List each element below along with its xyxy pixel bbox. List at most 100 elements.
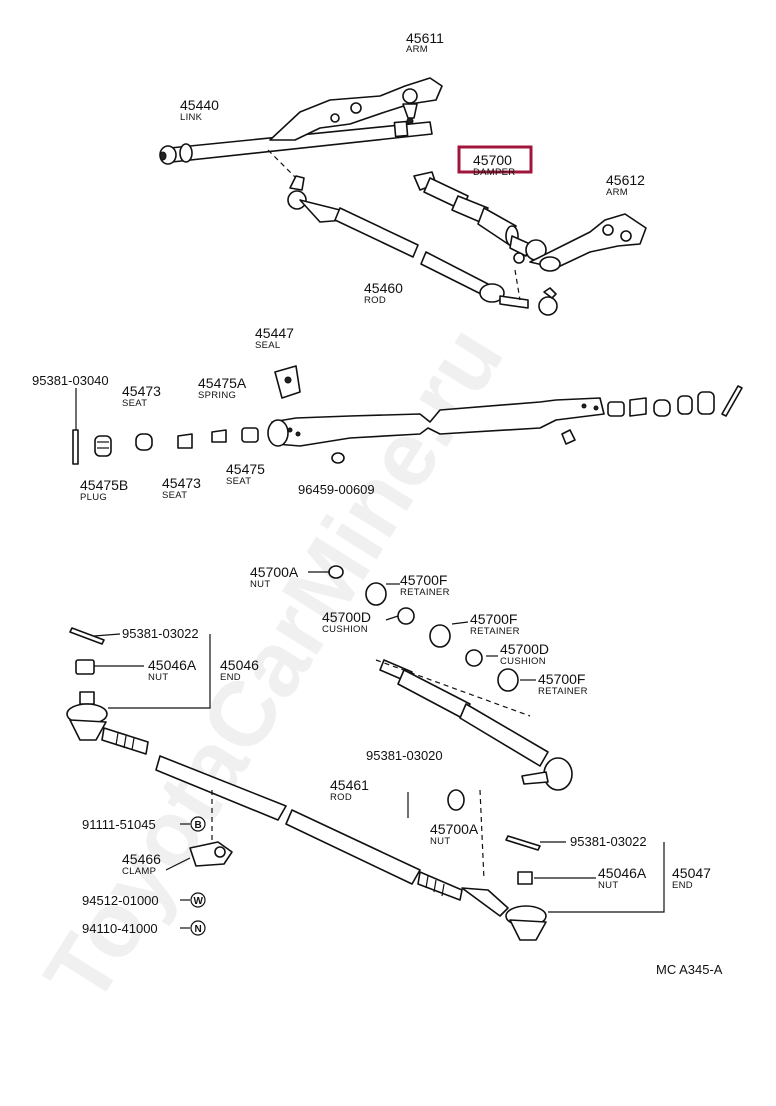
label-45460: 45460 ROD bbox=[364, 280, 403, 306]
rod-45460-drawing bbox=[287, 175, 558, 316]
label-45611: 45611 ARM bbox=[406, 30, 444, 55]
svg-text:ROD: ROD bbox=[364, 295, 386, 306]
label-45046: 45046 END bbox=[220, 657, 259, 683]
svg-text:END: END bbox=[672, 880, 693, 891]
small-parts-left bbox=[94, 427, 259, 457]
clamp-45466-drawing bbox=[189, 841, 233, 867]
label-94110-41000: 94110-41000 N bbox=[82, 920, 206, 936]
label-45440: 45440 LINK bbox=[180, 97, 219, 123]
label-45700A-bottom: 45700A NUT bbox=[430, 821, 479, 847]
svg-text:RETAINER: RETAINER bbox=[538, 686, 588, 697]
svg-text:SPRING: SPRING bbox=[198, 390, 236, 401]
svg-text:45461: 45461 bbox=[330, 777, 369, 793]
svg-text:NUT: NUT bbox=[148, 672, 168, 683]
svg-text:95381-03022: 95381-03022 bbox=[570, 834, 647, 849]
seal-45447-drawing bbox=[274, 365, 301, 399]
label-45475A: 45475A SPRING bbox=[198, 375, 247, 401]
svg-text:91111-51045: 91111-51045 bbox=[82, 817, 156, 832]
svg-text:45700D: 45700D bbox=[322, 609, 371, 625]
svg-text:SEAT: SEAT bbox=[162, 490, 187, 501]
label-45461: 45461 ROD bbox=[330, 777, 369, 803]
svg-text:ROD: ROD bbox=[330, 792, 352, 803]
svg-text:45047: 45047 bbox=[672, 865, 711, 881]
svg-text:B: B bbox=[195, 820, 202, 831]
label-45700D-2: 45700D CUSHION bbox=[500, 641, 549, 667]
svg-text:DAMPER: DAMPER bbox=[473, 167, 515, 178]
tie-rod-end-left-drawing bbox=[66, 691, 149, 755]
svg-text:45612: 45612 bbox=[606, 172, 645, 188]
svg-text:45473: 45473 bbox=[162, 475, 201, 491]
svg-text:CUSHION: CUSHION bbox=[322, 624, 368, 635]
svg-text:END: END bbox=[220, 672, 241, 683]
svg-text:45046A: 45046A bbox=[598, 865, 647, 881]
svg-text:45700D: 45700D bbox=[500, 641, 549, 657]
rod-45461-drawing bbox=[155, 755, 463, 901]
damper-45700-drawing bbox=[413, 171, 547, 264]
label-45473-seat-top: 45473 SEAT bbox=[122, 383, 161, 409]
label-45466: 45466 CLAMP bbox=[122, 851, 161, 877]
label-94512-01000: 94512-01000 W bbox=[82, 892, 206, 908]
svg-text:NUT: NUT bbox=[430, 836, 450, 847]
cushion-retainer-stack bbox=[328, 565, 519, 818]
label-45700: 45700 DAMPER bbox=[473, 152, 515, 178]
svg-text:45700A: 45700A bbox=[430, 821, 479, 837]
label-96459-00609: 96459-00609 bbox=[298, 482, 375, 497]
label-45700F-1: 45700F RETAINER bbox=[400, 572, 449, 598]
svg-text:SEAT: SEAT bbox=[122, 398, 147, 409]
pin-nut-right-drawing bbox=[505, 835, 541, 851]
svg-text:45475B: 45475B bbox=[80, 477, 128, 493]
svg-text:45460: 45460 bbox=[364, 280, 403, 296]
label-45700D-1: 45700D CUSHION bbox=[322, 609, 371, 635]
label-95381-03040: 95381-03040 bbox=[32, 373, 109, 388]
label-95381-03022-right: 95381-03022 bbox=[570, 834, 647, 849]
leader-lines bbox=[93, 571, 665, 929]
label-45700F-3: 45700F RETAINER bbox=[538, 671, 588, 697]
figure-code: MC A345-A bbox=[656, 962, 723, 977]
svg-text:94110-41000: 94110-41000 bbox=[82, 921, 158, 936]
svg-text:45475: 45475 bbox=[226, 461, 265, 477]
svg-text:45447: 45447 bbox=[255, 325, 294, 341]
cotter-pin-left-drawing bbox=[72, 388, 79, 465]
svg-text:NUT: NUT bbox=[250, 579, 270, 590]
damper-bottom-drawing bbox=[379, 659, 573, 791]
svg-text:PLUG: PLUG bbox=[80, 492, 107, 503]
svg-text:45700F: 45700F bbox=[470, 611, 517, 627]
label-45473-seat-bottom: 45473 SEAT bbox=[162, 475, 201, 501]
label-95381-03020: 95381-03020 bbox=[366, 748, 443, 763]
label-45047: 45047 END bbox=[672, 865, 711, 891]
label-45046A-left: 45046A NUT bbox=[148, 657, 197, 683]
svg-text:96459-00609: 96459-00609 bbox=[298, 482, 375, 497]
tie-rod-end-right-drawing bbox=[461, 871, 547, 941]
svg-text:ARM: ARM bbox=[406, 44, 428, 55]
link-45440-drawing bbox=[159, 120, 433, 165]
svg-text:45440: 45440 bbox=[180, 97, 219, 113]
svg-text:NUT: NUT bbox=[598, 880, 618, 891]
svg-text:45700F: 45700F bbox=[400, 572, 447, 588]
label-45700A-top: 45700A NUT bbox=[250, 564, 299, 590]
svg-text:45046A: 45046A bbox=[148, 657, 197, 673]
label-45447: 45447 SEAL bbox=[255, 325, 294, 351]
svg-text:CLAMP: CLAMP bbox=[122, 866, 156, 877]
svg-text:45466: 45466 bbox=[122, 851, 161, 867]
label-95381-03022-left: 95381-03022 bbox=[122, 626, 199, 641]
label-45475: 45475 SEAT bbox=[226, 461, 265, 487]
relay-rod-drawing bbox=[267, 397, 605, 447]
svg-text:45700: 45700 bbox=[473, 152, 512, 168]
arm-45611-drawing bbox=[269, 77, 443, 141]
svg-text:45700F: 45700F bbox=[538, 671, 585, 687]
pin-nut-left-drawing bbox=[69, 627, 105, 675]
label-45612: 45612 ARM bbox=[606, 172, 645, 198]
svg-text:95381-03040: 95381-03040 bbox=[32, 373, 109, 388]
svg-text:45700A: 45700A bbox=[250, 564, 299, 580]
svg-text:45473: 45473 bbox=[122, 383, 161, 399]
highlight-box bbox=[457, 145, 533, 174]
svg-text:N: N bbox=[195, 924, 202, 935]
svg-text:W: W bbox=[194, 896, 204, 907]
label-45700F-2: 45700F RETAINER bbox=[470, 611, 520, 637]
small-parts-right bbox=[331, 385, 743, 464]
svg-text:RETAINER: RETAINER bbox=[470, 626, 520, 637]
svg-text:95381-03022: 95381-03022 bbox=[122, 626, 199, 641]
svg-text:45611: 45611 bbox=[406, 30, 444, 46]
